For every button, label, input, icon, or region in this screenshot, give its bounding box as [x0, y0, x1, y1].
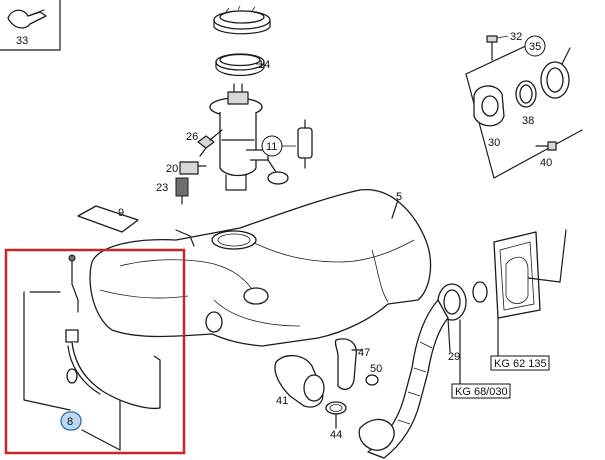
kg-62-135-label[interactable]: KG 62 135: [494, 358, 547, 370]
callout-38[interactable]: 38: [522, 115, 534, 127]
clamp-33-inset: 33: [0, 0, 61, 51]
canister-ref: KG 62 135: [490, 229, 567, 371]
callout-5[interactable]: 5: [396, 191, 402, 203]
callout-8[interactable]: 8: [67, 416, 73, 428]
callout-29[interactable]: 29: [448, 351, 460, 363]
mat-9: 9: [77, 205, 139, 233]
callout-14[interactable]: 14: [258, 59, 270, 71]
callout-20[interactable]: 20: [166, 163, 178, 175]
callout-30[interactable]: 30: [488, 137, 500, 149]
filler-neck-29: 29: [358, 281, 488, 459]
locking-ring: [213, 5, 271, 35]
callout-11[interactable]: 11: [266, 141, 277, 153]
filler-flange-group: 32 35 38 30 40: [465, 31, 583, 179]
callout-50[interactable]: 50: [370, 363, 382, 375]
highlight-frame: [4, 248, 186, 455]
callout-8-marker[interactable]: 8: [60, 411, 82, 431]
kg-68-030-ref: KG 68/030: [451, 319, 511, 399]
seal-ring-14: 14: [215, 53, 270, 77]
callout-35[interactable]: 35: [529, 41, 541, 53]
callout-47[interactable]: 47: [358, 347, 370, 359]
callout-44[interactable]: 44: [330, 429, 342, 441]
callout-23[interactable]: 23: [156, 182, 168, 194]
callout-33[interactable]: 33: [16, 35, 28, 47]
fuel-pump-unit: 11: [209, 83, 313, 191]
small-parts-26-20-23: 26 20 23: [156, 129, 223, 205]
tank-strap-8: [23, 254, 161, 451]
callout-40[interactable]: 40: [540, 157, 552, 169]
callout-32[interactable]: 32: [510, 31, 522, 43]
fuel-tank: 5: [89, 189, 432, 347]
kg-68-030-label[interactable]: KG 68/030: [455, 386, 508, 398]
callout-26[interactable]: 26: [186, 131, 198, 143]
callout-9[interactable]: 9: [118, 207, 124, 219]
hoses-and-clamps: 47 50 41 44: [274, 338, 382, 441]
callout-41[interactable]: 41: [276, 395, 288, 407]
